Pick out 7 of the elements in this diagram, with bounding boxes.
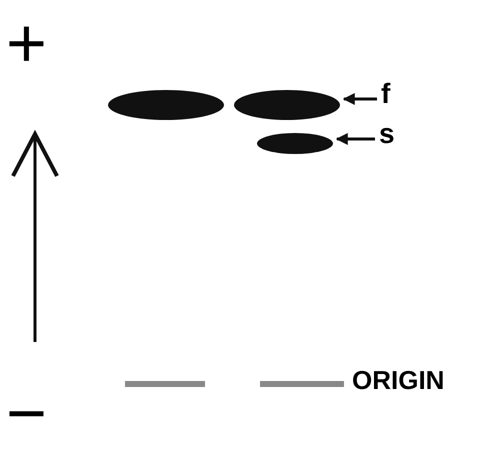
band-label: s [379, 120, 401, 150]
origin-label: ORIGIN [352, 367, 444, 393]
arrow [342, 93, 377, 105]
band-label: f [381, 80, 401, 110]
arrow [336, 133, 375, 145]
plus-sign: + [6, 8, 47, 78]
minus-sign: − [6, 378, 47, 448]
